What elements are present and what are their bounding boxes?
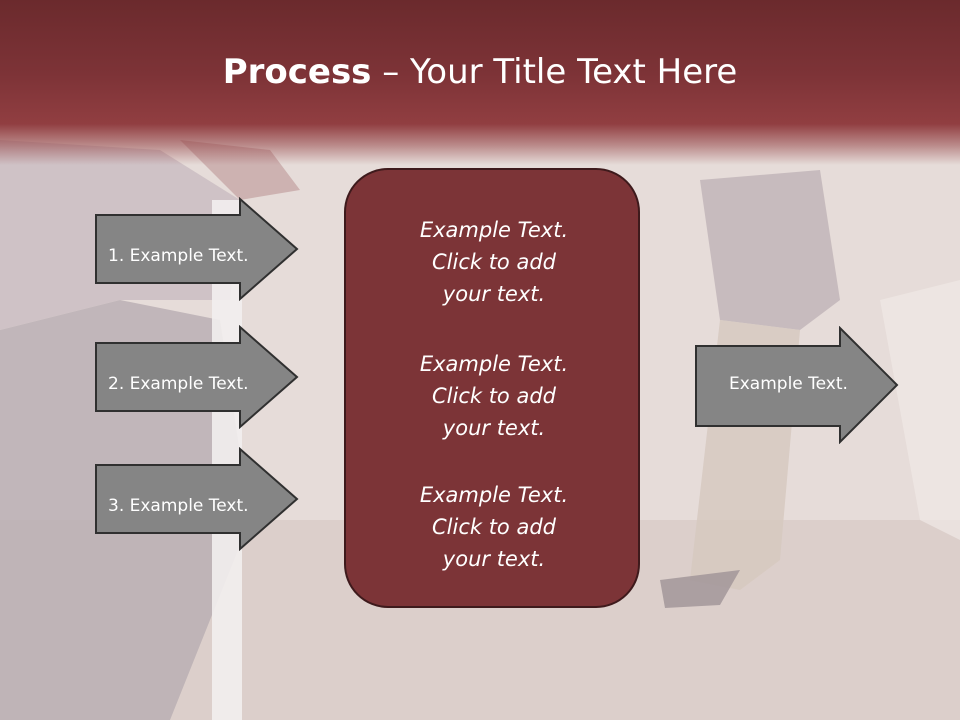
center-block-1-line1: Example Text. bbox=[419, 218, 569, 242]
arrow-shape-right[interactable] bbox=[694, 326, 900, 444]
arrow-shape-2[interactable] bbox=[94, 325, 300, 429]
center-block-3-line2: Click to add bbox=[431, 515, 556, 539]
center-block-1-line3: your text. bbox=[442, 282, 546, 306]
center-block-2-line3: your text. bbox=[442, 416, 546, 440]
arrow-label-3: 3. Example Text. bbox=[108, 496, 249, 516]
center-block-1: Example Text. Click to add your text. bbox=[346, 214, 642, 310]
arrow-label-1: 1. Example Text. bbox=[108, 246, 249, 266]
center-block-2: Example Text. Click to add your text. bbox=[346, 348, 642, 444]
center-block-2-line1: Example Text. bbox=[419, 352, 569, 376]
title-rest: – Your Title Text Here bbox=[371, 52, 738, 92]
center-block-3-line3: your text. bbox=[442, 547, 546, 571]
header-band bbox=[0, 0, 960, 165]
center-block-3: Example Text. Click to add your text. bbox=[346, 479, 642, 575]
arrow-label-right: Example Text. bbox=[729, 374, 848, 394]
center-block-2-line2: Click to add bbox=[431, 384, 556, 408]
center-text-box[interactable]: Example Text. Click to add your text. Ex… bbox=[344, 168, 640, 608]
arrow-shape-3[interactable] bbox=[94, 447, 300, 551]
center-block-1-line2: Click to add bbox=[431, 250, 556, 274]
arrow-shape-1[interactable] bbox=[94, 197, 300, 301]
title-strong: Process bbox=[222, 52, 372, 92]
arrow-label-2: 2. Example Text. bbox=[108, 374, 249, 394]
slide-title[interactable]: Process – Your Title Text Here bbox=[0, 52, 960, 92]
center-block-3-line1: Example Text. bbox=[419, 483, 569, 507]
